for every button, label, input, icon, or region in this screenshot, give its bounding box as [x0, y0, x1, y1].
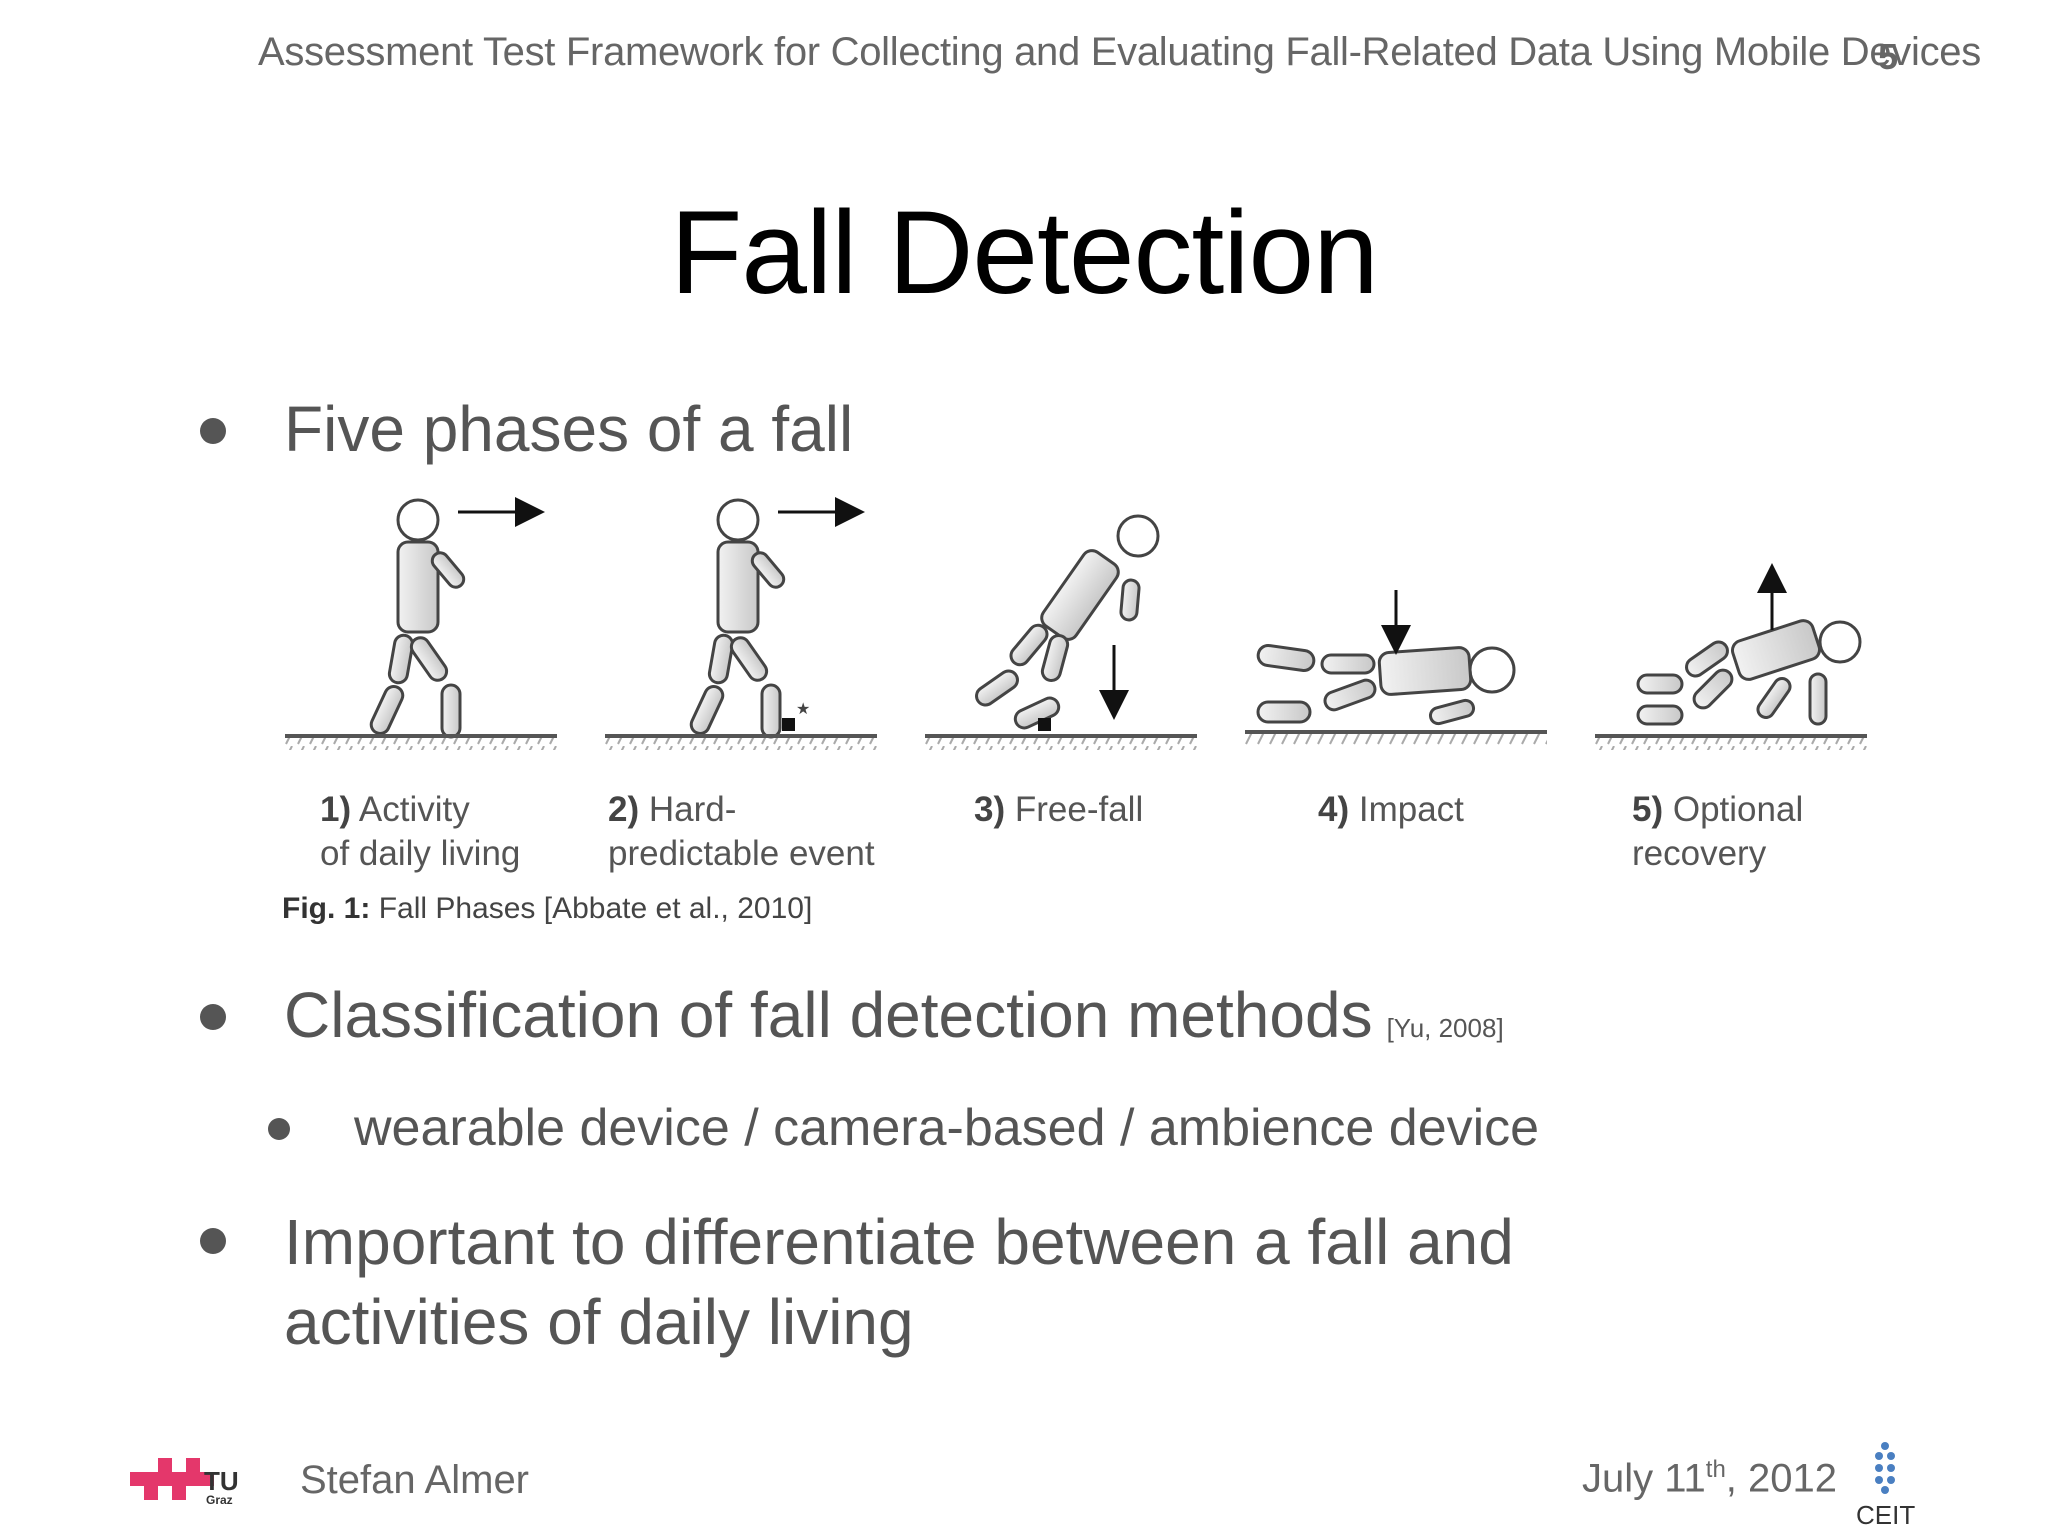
footer-author: Stefan Almer	[300, 1458, 530, 1502]
phase-1-figure	[285, 497, 557, 750]
svg-text:CEIT: CEIT	[1856, 1500, 1915, 1530]
phase-label-3: 3) Free-fall	[974, 790, 1144, 829]
phase-label-4: 4) Impact	[1318, 790, 1464, 829]
ceit-logo: CEIT	[1856, 1442, 1915, 1530]
phase-4-figure	[1245, 590, 1547, 746]
sub-bullet-dot	[268, 1118, 290, 1140]
phase-5-figure	[1595, 563, 1867, 750]
figure-caption: Fig. 1: Fall Phases [Abbate et al., 2010…	[282, 892, 813, 925]
svg-text:★: ★	[796, 701, 810, 718]
footer-date: July 11th, 2012	[1582, 1456, 1838, 1501]
bullet-dot	[200, 1004, 226, 1030]
fall-phases-figure: ★	[285, 497, 1867, 750]
phase-2-figure: ★	[605, 497, 877, 750]
phase-3-figure	[925, 514, 1197, 750]
citation-yu: [Yu, 2008]	[1386, 1013, 1504, 1043]
bullet-classification: Classification of fall detection methods…	[284, 979, 1504, 1051]
slide-header: Assessment Test Framework for Collecting…	[258, 30, 1981, 74]
sub-bullet-methods: wearable device / camera-based / ambienc…	[354, 1099, 1540, 1157]
bullet-dot	[200, 418, 226, 444]
tu-graz-logo: TU Graz	[130, 1458, 239, 1506]
svg-text:TU: TU	[204, 1466, 239, 1496]
page-number: 5	[1878, 36, 1899, 77]
phase-label-2: 2) Hard-predictable event	[608, 790, 875, 873]
svg-text:Graz: Graz	[206, 1493, 233, 1506]
bullet-dot	[200, 1228, 226, 1254]
slide-title: Fall Detection	[670, 187, 1378, 319]
bullet-five-phases: Five phases of a fall	[284, 393, 854, 465]
bullet-differentiate: Important to differentiate between a fal…	[284, 1206, 1514, 1358]
